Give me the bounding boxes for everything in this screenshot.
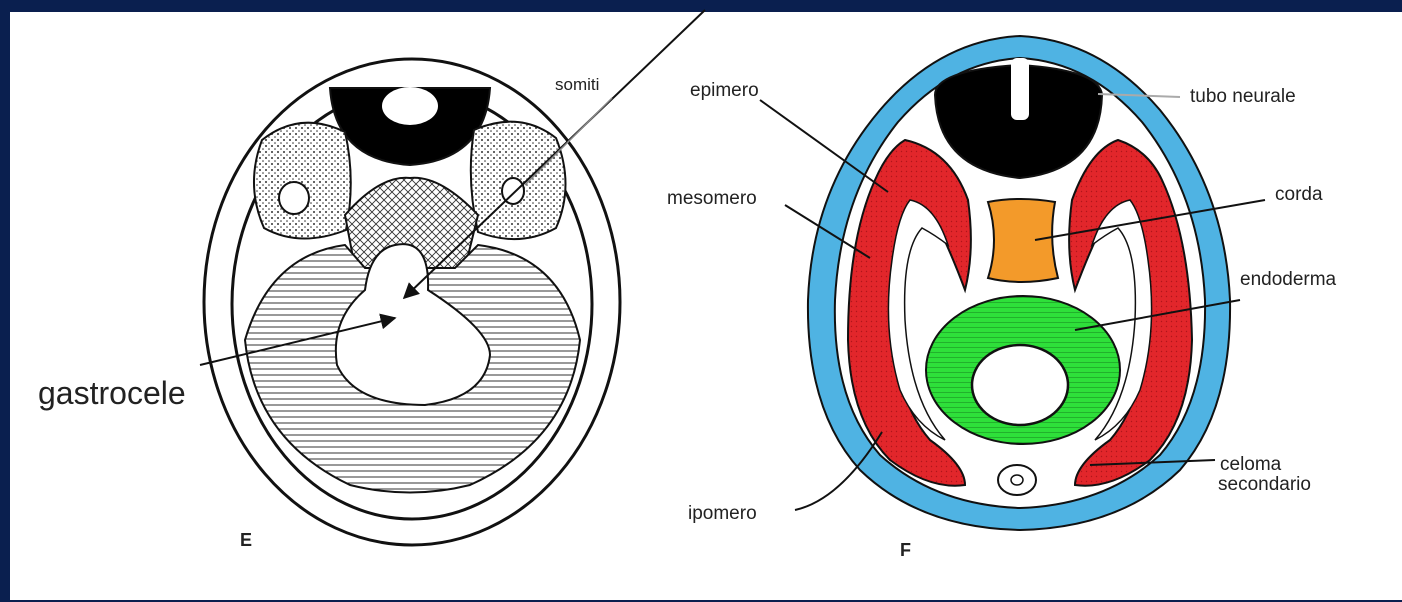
label-tubo-neurale: tubo neurale (1190, 86, 1296, 107)
label-endoderma: endoderma (1240, 269, 1337, 290)
label-ipomero: ipomero (688, 503, 757, 524)
neural-canal-f (1011, 58, 1029, 120)
vessel-inner (1011, 475, 1023, 485)
figure-f: epimero mesomero ipomero tubo neurale co… (667, 36, 1337, 560)
panel-letter-e: E (240, 530, 252, 550)
label-corda: corda (1275, 184, 1323, 205)
somite-left (254, 123, 351, 239)
neural-canal-e (382, 87, 438, 125)
label-somiti: somiti (555, 75, 599, 94)
figure-e: somiti gastrocele E (38, 10, 705, 550)
gut-lumen-f (972, 345, 1068, 425)
panel-letter-f: F (900, 540, 911, 560)
label-epimero: epimero (690, 80, 759, 101)
notochord-f (988, 199, 1058, 282)
label-gastrocele: gastrocele (38, 375, 186, 411)
label-mesomero: mesomero (667, 188, 757, 209)
label-celoma: celoma (1220, 454, 1282, 475)
label-secondario: secondario (1218, 474, 1311, 495)
somite-left-cavity (279, 182, 309, 214)
